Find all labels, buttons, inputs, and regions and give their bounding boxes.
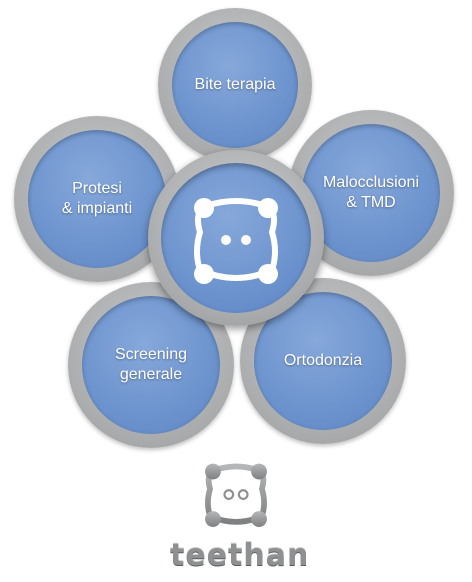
petal-label-malocclusioni: Malocclusioni (322, 174, 420, 191)
petal-screening-generale[interactable]: Screening generale (82, 296, 220, 434)
service-flower-diagram: Bite terapia Malocclusioni & TMD Ortodon… (14, 8, 454, 448)
teethan-logo[interactable]: teethan (170, 460, 310, 580)
petal-label-protesi: Protesi (72, 180, 122, 197)
petal-protesi-impianti[interactable]: Protesi & impianti (28, 130, 166, 268)
petal-bite-terapia[interactable]: Bite terapia (172, 22, 298, 148)
petal-label-ortodonzia: Ortodonzia (283, 352, 363, 369)
petal-label-screening: Screening (114, 346, 188, 363)
center-disc[interactable] (161, 163, 311, 313)
petal-label-generale: generale (119, 366, 183, 383)
petal-label-tmd: & TMD (346, 194, 396, 211)
petal-malocclusioni-tmd[interactable]: Malocclusioni & TMD (302, 124, 440, 262)
teethan-face-icon (194, 198, 278, 284)
brand-wordmark: teethan (170, 538, 310, 573)
petal-label-bite-terapia: Bite terapia (194, 76, 276, 93)
teethan-logo-icon (205, 463, 267, 527)
petal-label-impianti: & impianti (61, 200, 133, 217)
